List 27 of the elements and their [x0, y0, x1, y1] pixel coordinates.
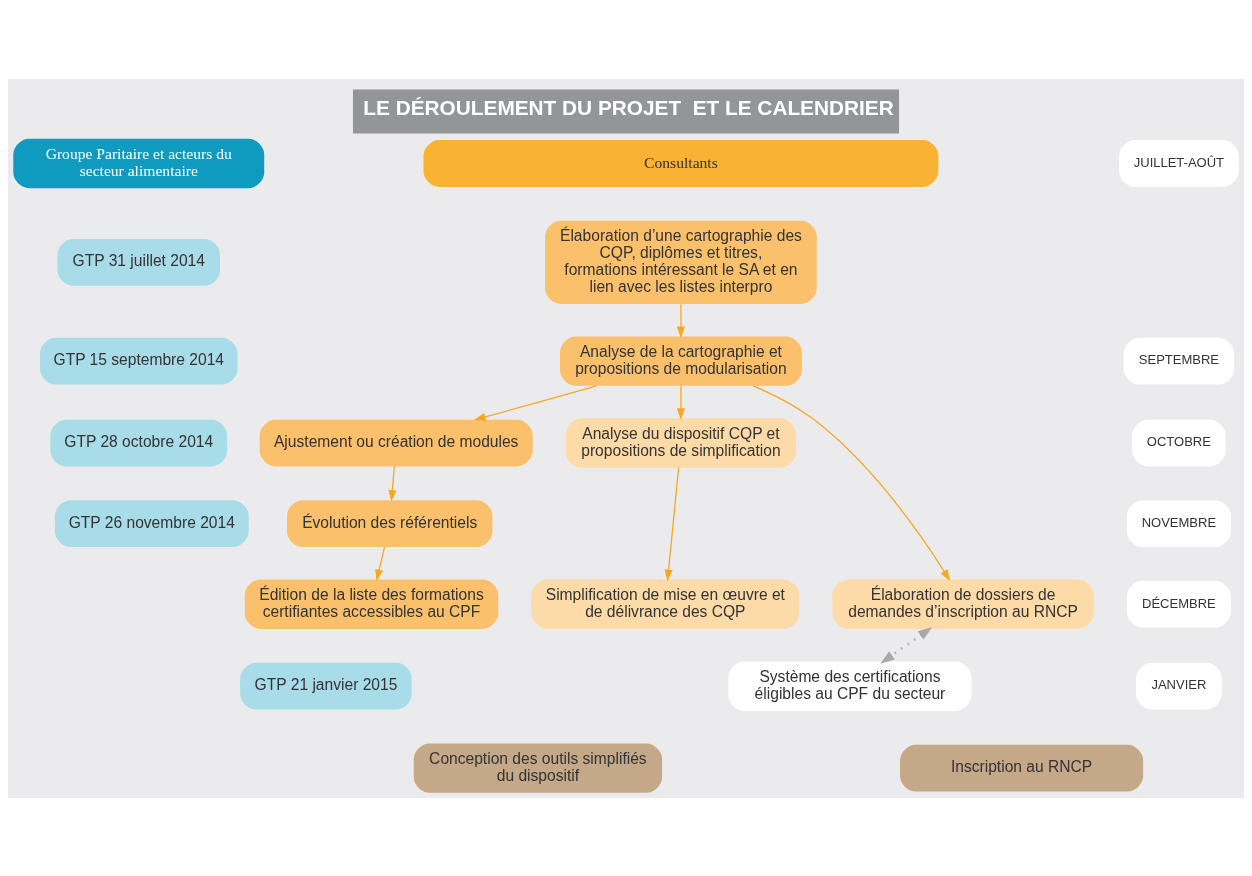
arrow — [388, 465, 397, 502]
diagram-title: LE DÉROULEMENT DU PROJET ET LE CALENDRIER — [363, 95, 894, 119]
node-box: Ajustement ou création de modules — [259, 419, 533, 466]
arrow — [880, 626, 933, 664]
arrow — [676, 385, 686, 420]
node-box: Analyse de la cartographie et propositions de modularisation — [560, 335, 802, 386]
node-box: GTP 21 janvier 2015 — [240, 662, 412, 710]
node-box: Évolution des référentiels — [287, 499, 493, 547]
arrow — [473, 384, 598, 421]
node-box: Inscription au RNCP — [900, 744, 1144, 791]
node-box: Consultants — [423, 139, 939, 187]
arrow — [752, 384, 951, 581]
node-box: GTP 26 novembre 2014 — [54, 499, 249, 547]
arrow — [664, 466, 680, 581]
node-box: Édition de la liste des formations certifiantes accessibles au CPF — [244, 579, 499, 629]
node-box: Système des certifications éligibles au CPF du secteur — [728, 661, 972, 711]
node-box: GTP 28 octobre 2014 — [50, 419, 228, 466]
node-box: Élaboration d’une cartographie des CQP, diplômes et titres, formations intéressant le SA et en lien avec les listes interpro — [545, 220, 817, 304]
node-box: Analyse du dispositif CQP et propositions de simplification — [565, 417, 796, 468]
node-box: Élaboration de dossiers de demandes d’inscription au RNCP — [832, 579, 1094, 629]
node-box: Groupe Paritaire et acteurs du secteur alimentaire — [13, 138, 265, 188]
node-box: GTP 15 septembre 2014 — [39, 337, 238, 385]
node-box: GTP 31 juillet 2014 — [57, 238, 220, 286]
node-box: Conception des outils simplifiés du dispositif — [413, 742, 663, 793]
node-box: Simplification de mise en œuvre et de délivrance des CQP — [531, 579, 800, 629]
arrow — [676, 303, 686, 338]
arrow — [375, 545, 386, 581]
